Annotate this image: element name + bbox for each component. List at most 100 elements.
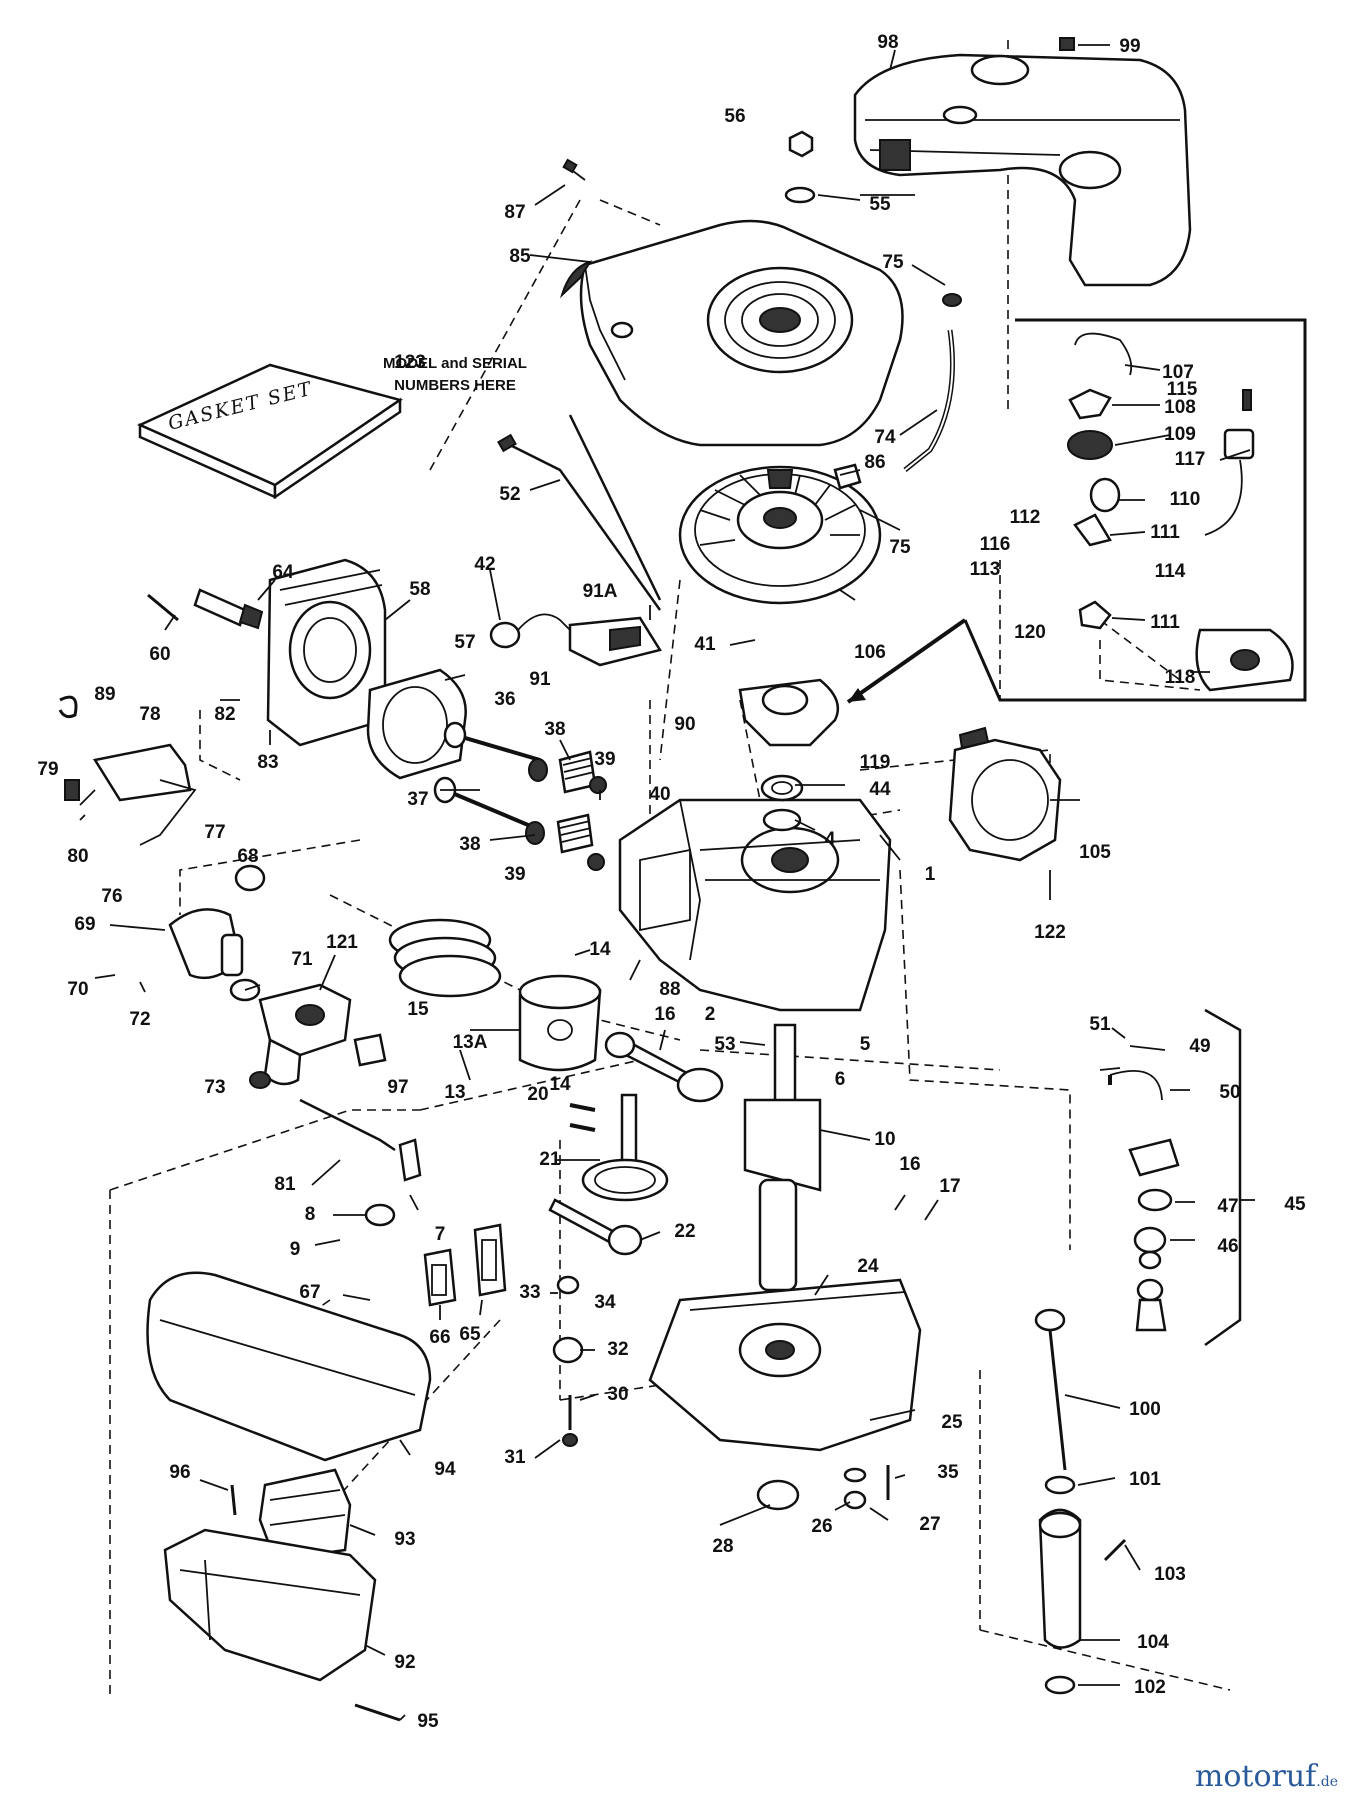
callout-c42: 42 bbox=[474, 554, 495, 575]
callout-c37: 37 bbox=[407, 789, 428, 810]
recoil-starter-122 bbox=[948, 726, 1062, 862]
callout-c36: 36 bbox=[494, 689, 515, 710]
callout-c7: 7 bbox=[435, 1224, 446, 1245]
screw-95 bbox=[354, 1703, 401, 1722]
governor-linkage-81 bbox=[299, 1098, 422, 1227]
callout-c79: 79 bbox=[37, 759, 58, 780]
washer-101 bbox=[1044, 1475, 1076, 1495]
callout-c33: 33 bbox=[519, 1282, 540, 1303]
callout-c91: 91 bbox=[529, 669, 551, 690]
seal-68 bbox=[234, 864, 266, 892]
callout-c4: 4 bbox=[825, 829, 836, 850]
callout-c58: 58 bbox=[409, 579, 430, 600]
callout-c74: 74 bbox=[874, 427, 896, 448]
callout-c97: 97 bbox=[387, 1077, 408, 1098]
cam-gear-21 bbox=[581, 1093, 669, 1202]
callout-c92: 92 bbox=[394, 1652, 415, 1673]
fuel-line-74 bbox=[903, 293, 962, 472]
callout-c90: 90 bbox=[674, 714, 695, 735]
callout-c110: 110 bbox=[1170, 489, 1201, 510]
callout-c104: 104 bbox=[1137, 1632, 1169, 1653]
callout-c34: 34 bbox=[594, 1292, 616, 1313]
callout-c65: 65 bbox=[459, 1324, 481, 1345]
callout-c30: 30 bbox=[607, 1384, 628, 1405]
valves-and-springs bbox=[433, 721, 607, 871]
callout-c70: 70 bbox=[67, 979, 88, 1000]
oil-seal-44 bbox=[760, 774, 804, 802]
oil-seal-28 bbox=[756, 1479, 800, 1511]
governor-parts-30-34 bbox=[552, 1275, 584, 1447]
callout-c45: 45 bbox=[1284, 1194, 1306, 1215]
oil-fill-tube-104 bbox=[1038, 1508, 1082, 1649]
callout-c49: 49 bbox=[1189, 1036, 1210, 1057]
gasket-66 bbox=[423, 1248, 457, 1307]
callout-c112: 112 bbox=[1010, 507, 1041, 528]
washer-55 bbox=[784, 186, 861, 204]
callout-c50: 50 bbox=[1219, 1082, 1240, 1103]
callout-c111b: 111 bbox=[1150, 612, 1180, 633]
stop-wire-52 bbox=[497, 414, 662, 611]
callout-c106: 106 bbox=[854, 642, 886, 663]
air-cleaner-cover-94 bbox=[146, 1271, 432, 1462]
callout-c66: 66 bbox=[429, 1327, 450, 1348]
callout-c47: 47 bbox=[1217, 1196, 1238, 1217]
callout-c10: 10 bbox=[874, 1129, 895, 1150]
callout-c56: 56 bbox=[724, 106, 745, 127]
callout-c44: 44 bbox=[869, 779, 891, 800]
crankcase-cover-25 bbox=[648, 1278, 922, 1452]
callout-c39a: 39 bbox=[594, 749, 615, 770]
callout-c89: 89 bbox=[94, 684, 115, 705]
callout-c93: 93 bbox=[394, 1529, 415, 1550]
throttle-linkage bbox=[58, 695, 197, 846]
air-filter-93 bbox=[258, 1468, 352, 1562]
callout-c13: 13 bbox=[444, 1082, 465, 1103]
callout-c88: 88 bbox=[659, 979, 680, 1000]
callout-c17: 17 bbox=[939, 1176, 960, 1197]
spark-plug-64 bbox=[193, 588, 264, 630]
callout-c102: 102 bbox=[1134, 1677, 1166, 1698]
callout-c41: 41 bbox=[694, 634, 716, 655]
callout-c68: 68 bbox=[237, 846, 258, 867]
callout-c25: 25 bbox=[941, 1412, 963, 1433]
callout-c6: 6 bbox=[835, 1069, 846, 1090]
fuel-tank bbox=[853, 53, 1192, 287]
callout-c101: 101 bbox=[1129, 1469, 1161, 1490]
callout-c77: 77 bbox=[204, 822, 225, 843]
callout-c20: 20 bbox=[527, 1084, 548, 1105]
model-serial-note: MODEL and SERIAL NUMBERS HERE bbox=[383, 355, 527, 394]
callout-c87: 87 bbox=[504, 202, 525, 223]
callout-c122: 122 bbox=[1034, 922, 1066, 943]
callout-c46: 46 bbox=[1217, 1236, 1238, 1257]
callout-c98: 98 bbox=[877, 32, 898, 53]
callout-c73: 73 bbox=[204, 1077, 225, 1098]
callout-c99: 99 bbox=[1119, 36, 1140, 57]
callout-c71: 71 bbox=[291, 949, 313, 970]
callout-c85: 85 bbox=[509, 246, 531, 267]
callout-c22: 22 bbox=[674, 1221, 695, 1242]
connecting-rod-16 bbox=[604, 1031, 724, 1103]
callout-c69: 69 bbox=[74, 914, 95, 935]
nut-56 bbox=[788, 130, 814, 158]
callout-c78: 78 bbox=[139, 704, 160, 725]
callout-c80: 80 bbox=[67, 846, 88, 867]
callout-c108: 108 bbox=[1164, 397, 1196, 418]
callout-c24: 24 bbox=[857, 1256, 879, 1277]
callout-c118: 118 bbox=[1165, 667, 1196, 688]
washer-26 bbox=[843, 1467, 867, 1483]
callout-c64: 64 bbox=[272, 562, 294, 583]
callout-c2: 2 bbox=[705, 1004, 716, 1025]
callout-c123: 123 bbox=[394, 352, 426, 373]
watermark: motoruf.de bbox=[1195, 1759, 1338, 1794]
dipstick-100 bbox=[1034, 1308, 1067, 1471]
callout-c8: 8 bbox=[305, 1204, 316, 1225]
callout-c113: 113 bbox=[970, 559, 1001, 580]
gasket-set-box bbox=[136, 363, 403, 500]
callout-c115: 115 bbox=[1167, 379, 1198, 400]
callout-c32: 32 bbox=[607, 1339, 628, 1360]
callout-c38a: 38 bbox=[544, 719, 565, 740]
clip-86 bbox=[833, 463, 862, 490]
callout-c94: 94 bbox=[434, 1459, 456, 1480]
callout-leaders bbox=[79, 49, 1251, 1721]
callout-c9: 9 bbox=[290, 1239, 301, 1260]
callout-c114: 114 bbox=[1155, 561, 1186, 582]
